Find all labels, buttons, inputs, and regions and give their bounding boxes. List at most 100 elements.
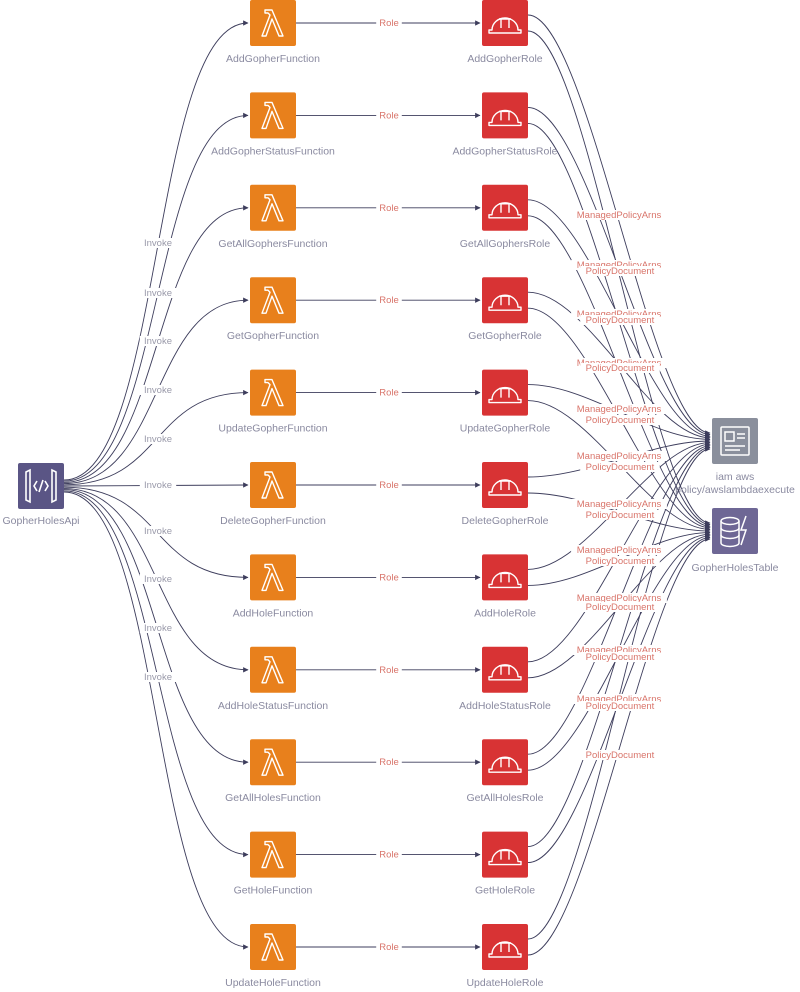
invoke-label-delete-gopher-function: Invoke [144, 434, 172, 445]
managed-policy-arns-label-6-bg [571, 451, 667, 461]
managed-policy-arns-label-6: ManagedPolicyArns [577, 451, 662, 462]
invoke-label-get-all-holes-function: Invoke [144, 574, 172, 585]
role-label-get-all-gophers-function-bg [376, 202, 402, 213]
edge-policy-document-add-gopher-role [527, 30, 711, 526]
iam-role-icon [482, 554, 528, 601]
iam-role-node-add-hole-status-role[interactable]: AddHoleStatusRole [459, 646, 551, 712]
lambda-node-add-gopher-status-function[interactable]: AddGopherStatusFunction [211, 92, 335, 157]
iam-role-node-add-gopher-status-role[interactable]: AddGopherStatusRole [452, 92, 558, 157]
role-label-add-gopher-status-function-bg [376, 110, 402, 121]
iam-role-icon [482, 277, 528, 324]
iam-role-node-get-all-holes-role[interactable]: GetAllHolesRole [466, 739, 544, 804]
hard-hat-icon [488, 294, 522, 311]
lambda-node-add-gopher-function[interactable]: AddGopherFunction [226, 0, 320, 65]
iam-role-label: UpdateHoleRole [466, 977, 543, 989]
policy-document-label-2-bg [580, 315, 660, 325]
lambda-node-delete-gopher-function[interactable]: DeleteGopherFunction [220, 462, 326, 527]
iam-role-label: DeleteGopherRole [462, 515, 549, 527]
api-gateway-node[interactable]: GopherHolesApi [2, 463, 80, 527]
iam-role-label: GetHoleRole [475, 885, 535, 897]
managed-policy-arns-label-9-bg [571, 593, 667, 603]
edge-labels-layer: RoleInvokeRoleInvokeRoleInvokeRoleInvoke… [139, 18, 667, 953]
hard-hat-icon [488, 756, 522, 773]
lambda-label: AddGopherStatusFunction [211, 145, 335, 157]
lambda-node-add-hole-function[interactable]: AddHoleFunction [233, 554, 314, 619]
edge-policy-document-update-hole-role [527, 536, 711, 956]
iam-role-node-update-gopher-role[interactable]: UpdateGopherRole [460, 369, 551, 435]
hard-hat-ridge-icon [499, 480, 511, 490]
iam-role-icon [482, 739, 528, 786]
iam-role-label: AddGopherStatusRole [452, 145, 557, 157]
dynamodb-table-label: GopherHolesTable [692, 562, 779, 574]
lambda-node-update-gopher-function[interactable]: UpdateGopherFunction [218, 369, 328, 435]
lambda-glyph-icon [261, 563, 284, 592]
policy-document-label-5-bg [580, 462, 660, 472]
managed-policy-node[interactable]: iam aws policy/awslambdaexecute [675, 418, 795, 496]
managed-policy-arns-label-9: ManagedPolicyArns [577, 593, 662, 604]
role-label-add-gopher-function: Role [379, 18, 399, 29]
invoke-label-get-all-gophers-function: Invoke [144, 288, 172, 299]
iam-role-node-add-gopher-role[interactable]: AddGopherRole [467, 0, 543, 65]
policy-document-label-3-bg [580, 363, 660, 373]
managed-policy-arns-label-2: ManagedPolicyArns [577, 260, 662, 271]
invoke-label-add-hole-status-function-bg [139, 526, 177, 536]
invoke-label-update-hole-function: Invoke [144, 672, 172, 683]
lambda-glyph-icon [261, 286, 284, 314]
dynamodb-table-node[interactable]: GopherHolesTable [692, 508, 779, 574]
lambda-node-get-all-gophers-function[interactable]: GetAllGophersFunction [218, 184, 328, 250]
invoke-label-update-gopher-function: Invoke [144, 385, 172, 396]
lambda-node-get-all-holes-function[interactable]: GetAllHolesFunction [225, 739, 321, 804]
role-label-get-all-holes-function: Role [379, 757, 399, 768]
policy-document-label-10: PolicyDocument [586, 701, 655, 712]
iam-role-label: GetGopherRole [468, 330, 542, 342]
policy-document-label-7: PolicyDocument [586, 556, 655, 567]
iam-role-node-update-hole-role[interactable]: UpdateHoleRole [466, 924, 544, 989]
invoke-label-add-hole-function: Invoke [144, 480, 172, 491]
lambda-label: AddHoleFunction [233, 607, 314, 619]
iam-role-icon [482, 462, 528, 508]
role-label-add-gopher-function-bg [376, 18, 402, 28]
iam-role-node-add-hole-role[interactable]: AddHoleRole [474, 554, 536, 619]
role-label-get-hole-function-bg [376, 849, 402, 860]
iam-role-node-delete-gopher-role[interactable]: DeleteGopherRole [462, 462, 549, 527]
role-label-add-hole-status-function-bg [376, 664, 402, 675]
policy-document-label-7-bg [580, 556, 660, 566]
dynamodb-glyph [720, 515, 748, 548]
invoke-label-get-all-gophers-function-bg [139, 288, 177, 298]
invoke-label-get-hole-function-bg [139, 623, 177, 633]
lambda-node-get-hole-function[interactable]: GetHoleFunction [234, 831, 313, 897]
hard-hat-icon [488, 17, 522, 34]
iam-role-icon [482, 924, 528, 970]
iam-policy-icon [712, 418, 758, 464]
role-label-get-gopher-function-bg [376, 295, 402, 306]
role-label-delete-gopher-function-bg [376, 480, 402, 490]
iam-role-node-get-hole-role[interactable]: GetHoleRole [475, 831, 535, 897]
hard-hat-ridge-icon [499, 942, 511, 952]
lambda-node-get-gopher-function[interactable]: GetGopherFunction [227, 277, 319, 342]
hard-hat-ridge-icon [499, 18, 511, 28]
iam-role-node-get-gopher-role[interactable]: GetGopherRole [468, 277, 542, 342]
iam-role-node-get-all-gophers-role[interactable]: GetAllGophersRole [460, 184, 551, 250]
policy-document-label-2: PolicyDocument [586, 315, 655, 326]
lambda-label: GetAllGophersFunction [218, 238, 327, 250]
hard-hat-icon [488, 479, 522, 496]
managed-policy-arns-label-7: ManagedPolicyArns [577, 499, 662, 510]
iam-role-icon [482, 831, 528, 878]
lambda-node-update-hole-function[interactable]: UpdateHoleFunction [225, 924, 321, 989]
hard-hat-ridge-icon [499, 849, 511, 860]
role-label-update-gopher-function: Role [379, 388, 399, 399]
managed-policy-label-line1: iam aws [716, 471, 755, 483]
role-label-add-hole-status-function: Role [379, 665, 399, 676]
lambda-node-add-hole-status-function[interactable]: AddHoleStatusFunction [218, 646, 328, 712]
policy-document-label-11-bg [580, 750, 660, 760]
policy-document-label-9-bg [580, 652, 660, 662]
managed-policy-arns-label-10-bg [571, 645, 667, 655]
lambda-label: DeleteGopherFunction [220, 515, 326, 527]
policy-document-label-8: PolicyDocument [586, 602, 655, 613]
role-label-get-gopher-function: Role [379, 295, 399, 306]
hard-hat-icon [488, 664, 522, 681]
api-gateway-label: GopherHolesApi [2, 515, 79, 527]
role-label-update-hole-function: Role [379, 942, 399, 953]
edge-invoke-add-gopher-status-function [63, 112, 249, 482]
